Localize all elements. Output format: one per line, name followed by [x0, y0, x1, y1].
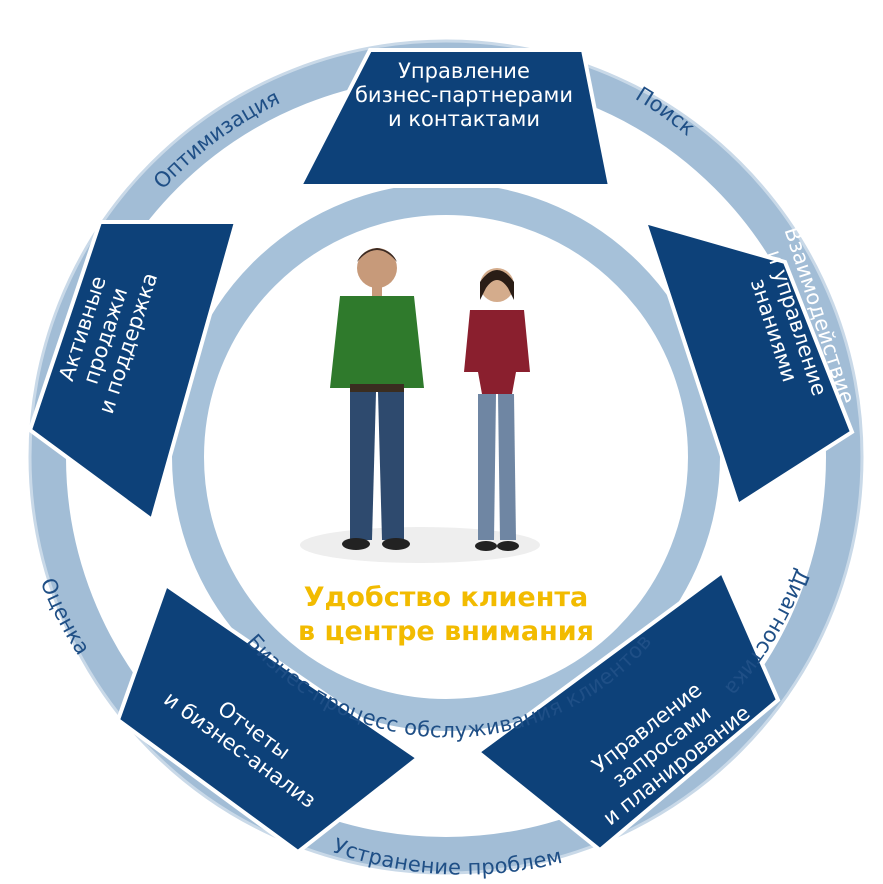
outer-ring-edge: [28, 39, 864, 875]
segment-knowledge[interactable]: [641, 219, 855, 509]
segment-contacts-line1: Управление: [398, 59, 530, 83]
center-title-line2: в центре внимания: [298, 616, 594, 647]
segment-scheduling[interactable]: [474, 568, 781, 853]
center-disc: [206, 217, 686, 697]
segment-reports[interactable]: [115, 581, 422, 855]
segment-contacts-line3: и контактами: [388, 107, 540, 131]
inner-ring: [172, 183, 720, 731]
woman-figure: [464, 268, 530, 551]
segment-sales[interactable]: [27, 220, 239, 524]
two-people-photo: [300, 248, 540, 563]
outer-label-optimizaciya: Оптимизация: [149, 86, 284, 194]
man-figure: [330, 248, 424, 550]
segment-contacts[interactable]: [296, 48, 613, 188]
segment-contacts-label: Управление бизнес-партнерами и контактам…: [355, 59, 573, 131]
center-title-line1: Удобство клиента: [304, 582, 589, 613]
segment-contacts-line2: бизнес-партнерами: [355, 83, 573, 107]
